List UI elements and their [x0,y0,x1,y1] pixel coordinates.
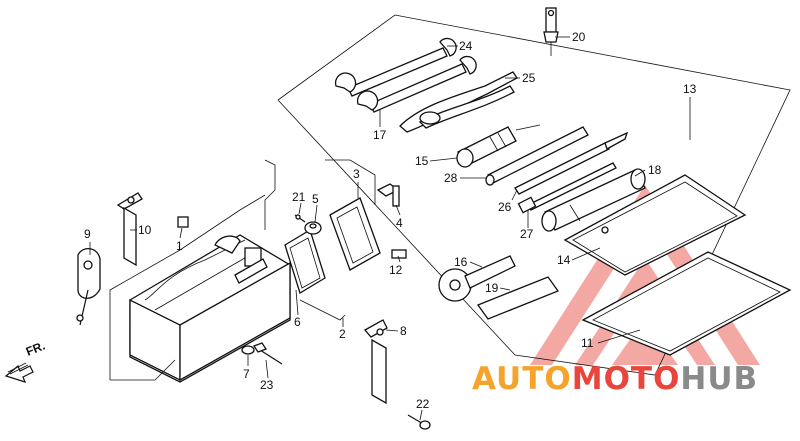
callout-27: 27 [520,227,534,241]
callout-14: 14 [557,253,571,267]
tool-19-icon [476,276,560,320]
grommet-5-icon [304,221,322,235]
callout-19: 19 [485,281,499,295]
callout-8b: 8 [400,324,407,338]
box-spanner-icon [541,168,646,232]
bracket-10-icon [116,192,143,267]
bracket-9-icon [76,248,101,326]
tool-case-icon [129,234,291,383]
callout-18: 18 [648,163,662,177]
bolt-21-icon [294,214,306,223]
tool-bag-14-icon [563,174,747,276]
screwdriver-blade-27-icon [517,162,617,214]
callout-1: 1 [176,239,183,253]
callout-16: 16 [454,255,468,269]
assembly-line-bottom [110,359,176,381]
callout-9: 9 [84,227,91,241]
gasket-icon [284,229,326,294]
lid-icon [329,197,381,271]
tool-bag-11-icon [581,251,792,356]
callout-17: 17 [373,128,387,142]
tag-12-icon [391,249,407,259]
bolt-22-icon [407,414,431,430]
callout-28: 28 [444,171,458,185]
nut-1-icon [177,216,189,228]
callout-26: 26 [498,200,512,214]
toolkit-outline [277,14,791,376]
callout-6: 6 [294,315,301,329]
callout-24: 24 [459,39,473,53]
front-direction-arrow-icon [4,362,34,383]
callout-13: 13 [683,82,697,96]
callout-15: 15 [415,154,429,168]
assembly-line-top [325,159,376,205]
plug-20-icon [543,7,559,56]
leader-lines [89,36,691,421]
callout-12: 12 [389,263,403,277]
extension-bar-icon [485,126,589,186]
callout-5: 5 [312,192,319,206]
bracket-line [264,159,276,230]
spanner-17-icon [356,55,477,113]
screwdriver-blade-26-icon [514,131,629,195]
callout-4: 4 [396,216,403,230]
bolt-23-icon [253,342,283,365]
callout-11: 11 [581,336,594,350]
callout-2: 2 [339,327,346,341]
callout-20: 20 [572,30,586,44]
callout-22: 22 [416,397,430,411]
assembly-line-right [299,299,346,321]
bracket-8-icon [363,319,388,405]
pliers-icon [399,71,518,133]
washer-7-icon [241,345,255,355]
spanner-24-icon [334,37,457,97]
watermark-wordmark: AUTOMOTOHUB [472,361,758,397]
assembly-line-left [109,194,266,380]
callout-25: 25 [522,71,536,85]
callout-21: 21 [292,190,306,204]
front-direction-label: FR. [24,339,47,359]
spoke-wrench-icon [438,255,516,302]
callout-7: 7 [243,367,250,381]
callout-3: 3 [353,167,360,181]
callout-10: 10 [138,223,152,237]
clip-4-icon [376,183,400,207]
callout-23: 23 [260,378,274,392]
